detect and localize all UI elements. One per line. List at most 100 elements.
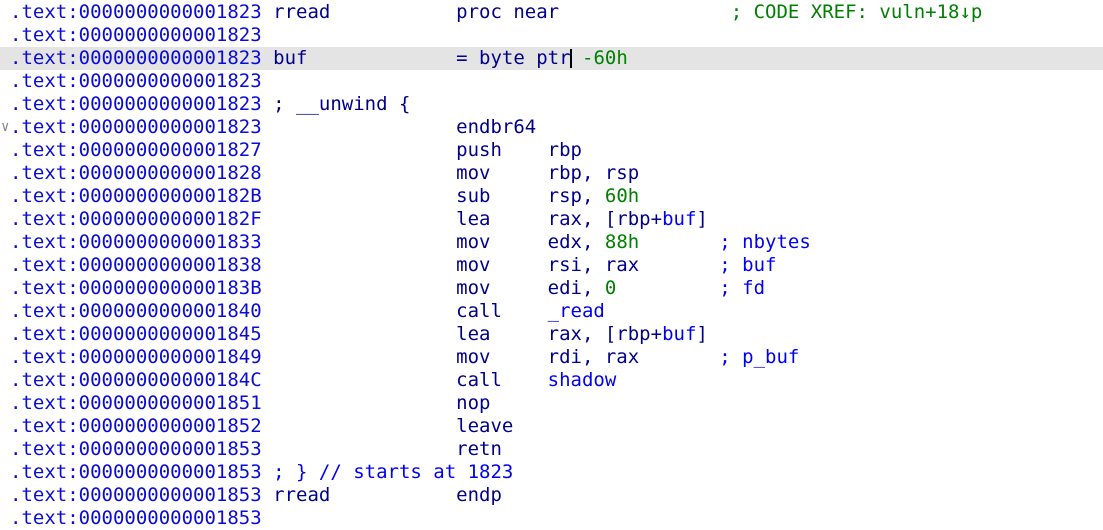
token-kw: rbp (547, 139, 582, 161)
disasm-line[interactable]: .text:0000000000001853 ; } // starts at … (0, 461, 1103, 484)
disasm-line[interactable]: .text:0000000000001827 push rbp (0, 139, 1103, 162)
token-num: 60h (604, 185, 640, 207)
token-num: -60h (582, 47, 628, 69)
spacing (262, 300, 456, 322)
disasm-line[interactable]: .text:0000000000001833 mov edx, 88h ; nb… (0, 231, 1103, 254)
spacing (262, 185, 456, 207)
disasm-line[interactable]: .text:0000000000001852 leave (0, 415, 1103, 438)
token-addr: .text:0000000000001823 (10, 116, 262, 138)
spacing (571, 47, 582, 69)
token-cmt: ; } // starts at 1823 (273, 461, 514, 483)
disasm-line[interactable]: .text:0000000000001853 retn (0, 438, 1103, 461)
token-addr: .text:000000000000184C (10, 369, 262, 391)
token-kw: edi, (547, 277, 605, 299)
disasm-line[interactable]: .text:0000000000001853 (0, 507, 1103, 530)
token-num: 0 (604, 277, 617, 299)
token-kw: endbr64 (456, 116, 537, 138)
token-kw: lea (456, 323, 491, 345)
token-kw: edx, (547, 231, 605, 253)
disasm-line[interactable]: .text:0000000000001853 rread endp (0, 484, 1103, 507)
token-kw: leave (456, 415, 514, 437)
token-kw: mov (456, 346, 491, 368)
disasm-line[interactable]: .text:0000000000001845 lea rax, [rbp+buf… (0, 323, 1103, 346)
token-kw: rsp, (547, 185, 605, 207)
spacing (559, 1, 731, 23)
disasm-line[interactable]: .text:0000000000001851 nop (0, 392, 1103, 415)
disasm-line[interactable]: .text:000000000000182B sub rsp, 60h (0, 185, 1103, 208)
spacing (262, 93, 273, 115)
token-cmt: ; p_buf (719, 346, 800, 368)
token-id: _read (547, 300, 605, 322)
disasm-line[interactable]: .text:0000000000001823 rread proc near ;… (0, 1, 1103, 24)
spacing (490, 254, 547, 276)
token-kw: = byte ptr (456, 47, 571, 69)
spacing (502, 300, 548, 322)
token-addr: .text:0000000000001838 (10, 254, 262, 276)
token-cmt: ; nbytes (719, 231, 811, 253)
token-addr: .text:0000000000001823 (10, 1, 262, 23)
token-kw: mov (456, 254, 491, 276)
token-id: shadow (547, 369, 617, 391)
spacing (262, 254, 456, 276)
token-addr: .text:0000000000001823 (10, 70, 262, 92)
token-addr: .text:0000000000001840 (10, 300, 262, 322)
disasm-line[interactable]: .text:0000000000001823 (0, 24, 1103, 47)
disasm-line[interactable]: .text:0000000000001823 (0, 70, 1103, 93)
token-addr: .text:0000000000001823 (10, 93, 262, 115)
token-meta: ; __unwind { (273, 93, 411, 115)
spacing (262, 162, 456, 184)
token-addr: .text:0000000000001823 (10, 24, 262, 46)
token-kw: rbp, rsp (547, 162, 640, 184)
token-kw: rdi, rax (547, 346, 640, 368)
spacing (307, 47, 456, 69)
spacing (262, 139, 456, 161)
token-fn: buf (273, 47, 308, 69)
token-kw: ] (696, 208, 708, 230)
token-addr: .text:000000000000183B (10, 277, 262, 299)
token-kw: lea (456, 208, 491, 230)
token-kw: call (456, 300, 502, 322)
token-addr: .text:0000000000001827 (10, 139, 262, 161)
collapse-arrow-icon[interactable]: ∨ (1, 119, 10, 135)
spacing (490, 208, 547, 230)
spacing (490, 162, 547, 184)
spacing (490, 323, 547, 345)
disasm-line[interactable]: .text:000000000000183B mov edi, 0 ; fd (0, 277, 1103, 300)
spacing (616, 277, 719, 299)
spacing (490, 277, 547, 299)
token-addr: .text:0000000000001851 (10, 392, 262, 414)
spacing (639, 254, 719, 276)
spacing (639, 231, 719, 253)
token-addr: .text:000000000000182B (10, 185, 262, 207)
token-kw: mov (456, 231, 491, 253)
token-kw: mov (456, 162, 491, 184)
token-cmt: ; buf (719, 254, 777, 276)
token-kw: call (456, 369, 502, 391)
spacing (262, 484, 273, 506)
disasm-line[interactable]: .text:0000000000001840 call _read (0, 300, 1103, 323)
spacing (262, 1, 273, 23)
spacing (639, 346, 719, 368)
disasm-line[interactable]: .text:000000000000184C call shadow (0, 369, 1103, 392)
spacing (262, 323, 456, 345)
token-kw: push (456, 139, 502, 161)
disasm-line[interactable]: .text:0000000000001849 mov rdi, rax ; p_… (0, 346, 1103, 369)
token-kw: rsi, rax (547, 254, 640, 276)
disasm-line[interactable]: .text:0000000000001823 ; __unwind { (0, 93, 1103, 116)
disasm-line[interactable]: .text:0000000000001838 mov rsi, rax ; bu… (0, 254, 1103, 277)
token-num: 88h (604, 231, 640, 253)
disasm-line[interactable]: ∨.text:0000000000001823 endbr64 (0, 116, 1103, 139)
token-addr: .text:0000000000001853 (10, 461, 262, 483)
spacing (262, 369, 456, 391)
disasm-line[interactable]: .text:0000000000001828 mov rbp, rsp (0, 162, 1103, 185)
disasm-line[interactable]: .text:0000000000001823 buf = byte ptr -6… (0, 47, 1103, 70)
spacing (262, 231, 456, 253)
token-addr: .text:0000000000001828 (10, 162, 262, 184)
spacing (262, 461, 273, 483)
spacing (262, 415, 456, 437)
disasm-line[interactable]: .text:000000000000182F lea rax, [rbp+buf… (0, 208, 1103, 231)
spacing (330, 484, 456, 506)
spacing (490, 231, 547, 253)
spacing (262, 277, 456, 299)
spacing (502, 369, 548, 391)
